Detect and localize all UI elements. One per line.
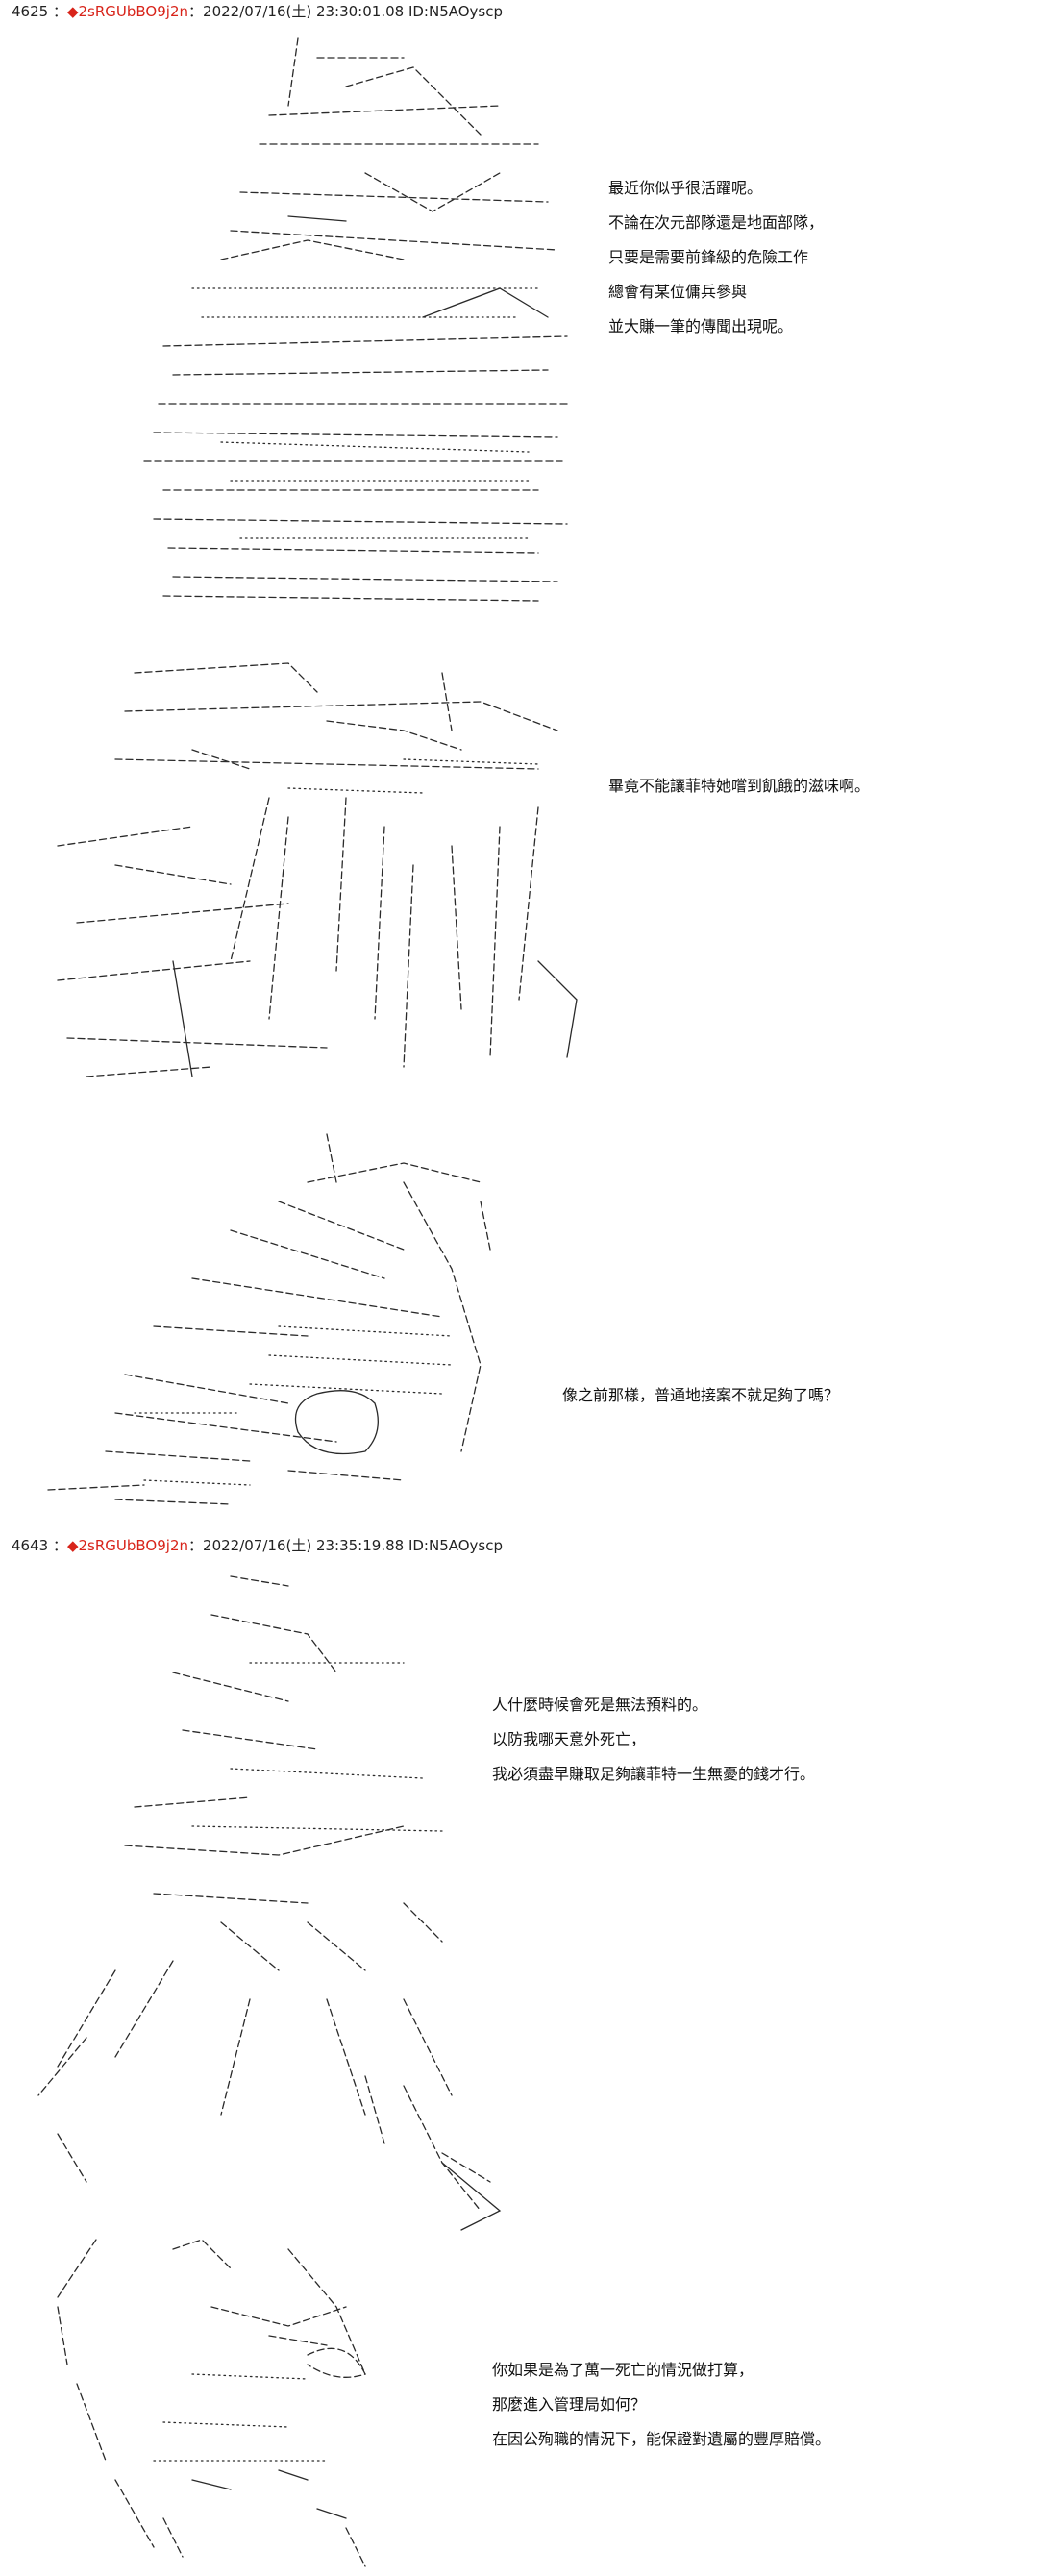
post-header: 4643 ：◆2sRGUbBO9j2n：2022/07/16(土) 23:35:… (12, 1537, 504, 1554)
dialogue-line: 像之前那樣，普通地接案不就足夠了嗎？ (562, 1386, 840, 1404)
dialogue-line: 只要是需要前鋒級的危險工作 (608, 248, 809, 266)
dialogue-line: 人什麼時候會死是無法預料的。 (492, 1696, 708, 1714)
dialogue-block: 人什麼時候會死是無法預料的。 以防我哪天意外死亡， 我必須盡早賺取足夠讓菲特一生… (492, 1688, 815, 1792)
dialogue-line: 並大賺一筆的傳聞出現呢。 (608, 317, 794, 335)
dialogue-line: 你如果是為了萬一死亡的情況做打算， (492, 2361, 754, 2379)
post-number[interactable]: 4625 (12, 3, 49, 20)
dialogue-line: 我必須盡早賺取足夠讓菲特一生無憂的錢才行。 (492, 1765, 816, 1783)
dialogue-block: 畢竟不能讓菲特她嚐到飢餓的滋味啊。 (608, 769, 870, 804)
dialogue-block: 像之前那樣，普通地接案不就足夠了嗎？ (562, 1378, 839, 1413)
dialogue-line: 不論在次元部隊還是地面部隊， (608, 213, 825, 232)
post-number[interactable]: 4643 (12, 1537, 49, 1554)
dialogue-line: 以防我哪天意外死亡， (492, 1730, 647, 1748)
post-trip[interactable]: ◆2sRGUbBO9j2n (66, 1537, 189, 1554)
post-meta: 2022/07/16(土) 23:35:19.88 ID:N5AOyscp (203, 1537, 504, 1554)
dialogue-block: 你如果是為了萬一死亡的情況做打算， 那麼進入管理局如何？ 在因公殉職的情況下，能… (492, 2353, 830, 2457)
dialogue-line: 畢竟不能讓菲特她嚐到飢餓的滋味啊。 (608, 777, 871, 795)
dialogue-block: 最近你似乎很活躍呢。 不論在次元部隊還是地面部隊， 只要是需要前鋒級的危險工作 … (608, 171, 824, 344)
dialogue-line: 在因公殉職的情況下，能保證對遺屬的豐厚賠償。 (492, 2430, 831, 2448)
post-header: 4625 ：◆2sRGUbBO9j2n：2022/07/16(土) 23:30:… (12, 3, 504, 20)
dialogue-line: 最近你似乎很活躍呢。 (608, 179, 763, 197)
post-meta: 2022/07/16(土) 23:30:01.08 ID:N5AOyscp (203, 3, 504, 20)
dialogue-line: 總會有某位傭兵參與 (608, 283, 748, 301)
post-trip[interactable]: ◆2sRGUbBO9j2n (66, 3, 189, 20)
dialogue-line: 那麼進入管理局如何？ (492, 2395, 647, 2414)
